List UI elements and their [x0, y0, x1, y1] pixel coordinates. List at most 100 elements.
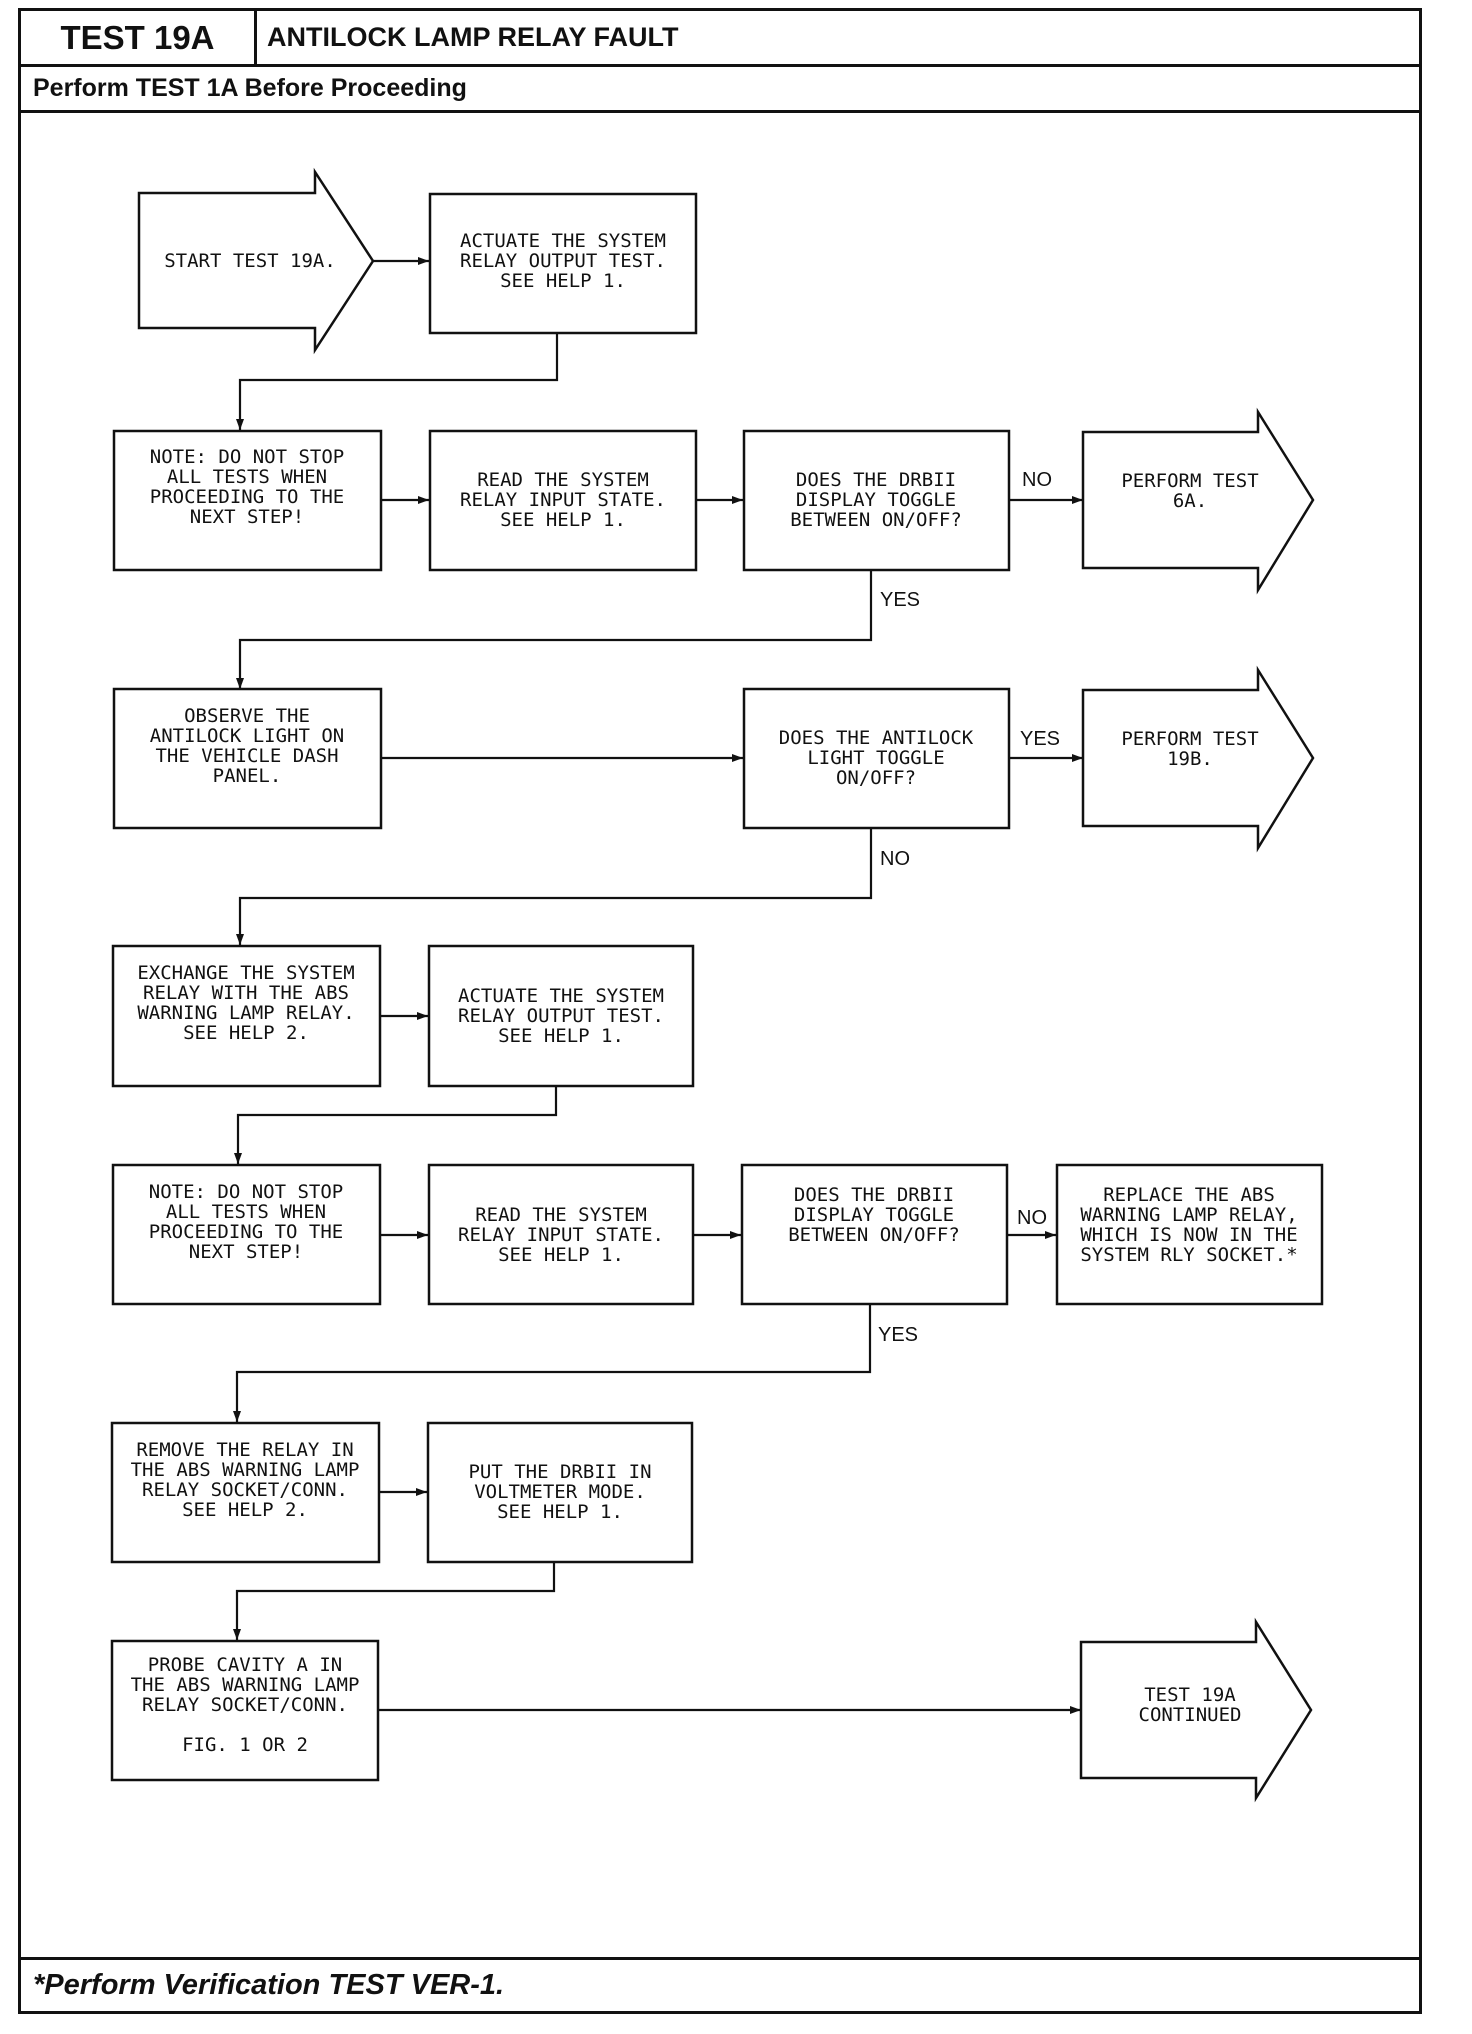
label-d3-yes: YES [878, 1324, 918, 1346]
node-text-line: TEST 19A [1144, 1684, 1236, 1706]
node-text-line: REPLACE THE ABS [1103, 1184, 1275, 1206]
label-d3-no: NO [1017, 1207, 1047, 1229]
perform-6a-terminal [1081, 407, 1315, 595]
node-text-line: PUT THE DRBII IN [468, 1461, 651, 1483]
connector-decision1-to-observe [236, 570, 873, 689]
note1-box [112, 429, 383, 572]
node-text-line: THE ABS WARNING LAMP [131, 1674, 360, 1696]
node-text-line: SEE HELP 1. [498, 1025, 624, 1047]
node-text-line: ON/OFF? [836, 767, 916, 789]
connector-actuate1-to-note1 [236, 333, 559, 430]
node-text-line: OBSERVE THE [184, 705, 310, 727]
label-d2-yes: YES [1020, 728, 1060, 750]
node-text-line: THE ABS WARNING LAMP [131, 1459, 360, 1481]
node-text-line: RELAY INPUT STATE. [458, 1224, 664, 1246]
node-text-line: THE VEHICLE DASH [155, 745, 338, 767]
start-terminal [137, 167, 375, 355]
read1-box [428, 429, 698, 572]
label-d1-no: NO [1022, 469, 1052, 491]
read2-box [427, 1163, 695, 1306]
node-text-line: NEXT STEP! [189, 1241, 303, 1263]
node-text-line: PROCEEDING TO THE [149, 1221, 343, 1243]
node-text-line: SEE HELP 1. [497, 1501, 623, 1523]
label-d2-no: NO [880, 848, 910, 870]
node-text-line: START TEST 19A. [164, 250, 336, 272]
header-row: TEST 19A ANTILOCK LAMP RELAY FAULT [21, 11, 1419, 67]
node-text-line: REMOVE THE RELAY IN [136, 1439, 353, 1461]
node-text-line: BETWEEN ON/OFF? [788, 1224, 960, 1246]
node-text-line: DOES THE DRBII [794, 1184, 954, 1206]
prerequisite-note: Perform TEST 1A Before Proceeding [21, 67, 1419, 113]
connector-actuate2-to-note2 [234, 1087, 558, 1164]
node-text-line: RELAY SOCKET/CONN. [142, 1694, 348, 1716]
test-sheet: TEST 19A ANTILOCK LAMP RELAY FAULT Perfo… [18, 8, 1422, 2014]
start-text: START TEST 19A. [164, 250, 336, 272]
decision2-box [742, 687, 1011, 830]
node-text-line: DOES THE ANTILOCK [779, 727, 974, 749]
observe-box [112, 687, 383, 830]
perform-19b-terminal [1081, 665, 1315, 853]
node-text-line: EXCHANGE THE SYSTEM [137, 962, 354, 984]
actuate1-box [428, 192, 698, 335]
node-text-line: FIG. 1 OR 2 [182, 1734, 308, 1756]
node-text-line: WHICH IS NOW IN THE [1080, 1224, 1297, 1246]
node-text-line: 19B. [1167, 748, 1213, 770]
node-text-line: NEXT STEP! [190, 506, 304, 528]
node-text-line: RELAY WITH THE ABS [143, 982, 349, 1004]
node-text-line: RELAY OUTPUT TEST. [460, 250, 666, 272]
note2-box [111, 1163, 382, 1306]
node-text-line: RELAY SOCKET/CONN. [142, 1479, 348, 1501]
node-text-line: ACTUATE THE SYSTEM [460, 230, 666, 252]
node-text-line: RELAY OUTPUT TEST. [458, 1005, 664, 1027]
node-text-line: DISPLAY TOGGLE [796, 489, 956, 511]
node-text-line: NOTE: DO NOT STOP [150, 446, 344, 468]
node-text-line: NOTE: DO NOT STOP [149, 1181, 343, 1203]
node-text-line: DISPLAY TOGGLE [794, 1204, 954, 1226]
test-id: TEST 19A [21, 11, 257, 64]
node-text-line: RELAY INPUT STATE. [460, 489, 666, 511]
node-text-line: PERFORM TEST [1121, 728, 1258, 750]
node-text-line: SEE HELP 2. [182, 1499, 308, 1521]
node-text-line: SYSTEM RLY SOCKET.* [1080, 1244, 1297, 1266]
decision1-box [742, 429, 1011, 572]
node-text-line: PERFORM TEST [1121, 470, 1258, 492]
node-text-line: BETWEEN ON/OFF? [790, 509, 962, 531]
decision3-box [740, 1163, 1009, 1306]
exchange-box [111, 944, 382, 1088]
node-text-line: ACTUATE THE SYSTEM [458, 985, 664, 1007]
remove-box [110, 1421, 381, 1564]
node-text-line: SEE HELP 2. [183, 1022, 309, 1044]
continued-terminal [1079, 1617, 1313, 1803]
connector-decision3-to-remove [233, 1305, 872, 1422]
verification-note: *Perform Verification TEST VER-1. [21, 1957, 1419, 2011]
node-text-line: ALL TESTS WHEN [167, 466, 327, 488]
node-text-line: CONTINUED [1139, 1704, 1242, 1726]
node-text-line: SEE HELP 1. [498, 1244, 624, 1266]
node-text-line: SEE HELP 1. [500, 270, 626, 292]
node-text-line: ALL TESTS WHEN [166, 1201, 326, 1223]
node-text-line: SEE HELP 1. [500, 509, 626, 531]
node-text-line: VOLTMETER MODE. [474, 1481, 646, 1503]
label-d1-yes: YES [880, 589, 920, 611]
connector-decision2-to-exchange [236, 828, 873, 945]
test-title: ANTILOCK LAMP RELAY FAULT [267, 22, 679, 52]
connectors [233, 257, 1083, 1714]
node-text-line: PROCEEDING TO THE [150, 486, 344, 508]
node-text-line: PROBE CAVITY A IN [148, 1654, 342, 1676]
node-text-line: READ THE SYSTEM [477, 469, 649, 491]
